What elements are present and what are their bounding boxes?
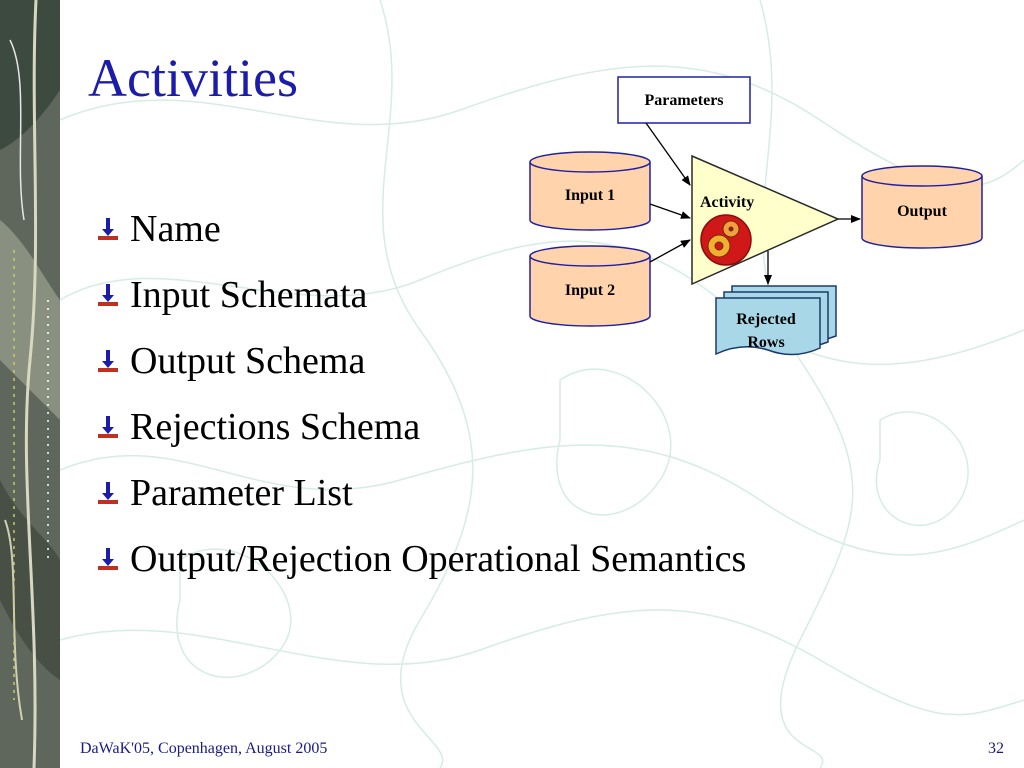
arrow-input1-to-activity — [649, 203, 691, 219]
bullet-text: Output/Rejection Operational Semantics — [130, 538, 747, 580]
bullet-text: Parameter List — [130, 472, 353, 514]
input2-cylinder: Input 2 — [529, 245, 651, 327]
output-label: Output — [897, 203, 947, 220]
output-cylinder: Output — [861, 165, 983, 249]
bullet-item: Parameter List — [96, 460, 746, 526]
slide-title: Activities — [88, 48, 298, 108]
parameters-label: Parameters — [644, 92, 723, 109]
activity-label: Activity — [700, 194, 754, 211]
bullet-item: Input Schemata — [96, 262, 746, 328]
bullet-arrow-icon — [98, 416, 118, 438]
parameters-box: Parameters — [617, 76, 751, 124]
rejected-label-line1: Rejected — [736, 311, 796, 328]
input2-label: Input 2 — [565, 282, 615, 299]
arrow-input2-to-activity — [649, 239, 691, 263]
bullet-text: Input Schemata — [130, 274, 368, 316]
bullet-text: Name — [130, 208, 221, 250]
footer-conference: DaWaK'05, Copenhagen, August 2005 — [80, 740, 328, 757]
bullet-text: Rejections Schema — [130, 406, 421, 448]
bullet-item: Name — [96, 196, 746, 262]
bullet-arrow-icon — [98, 218, 118, 240]
bullet-arrow-icon — [98, 350, 118, 372]
input1-cylinder: Input 1 — [529, 151, 651, 231]
bullet-list: Name Input Schemata Output Schema Reject… — [96, 196, 746, 592]
rejected-label-line2: Rows — [747, 334, 784, 351]
gears-icon — [700, 214, 752, 266]
bullet-arrow-icon — [98, 284, 118, 306]
bullet-text: Output Schema — [130, 340, 366, 382]
bullet-item: Output/Rejection Operational Semantics — [96, 526, 746, 592]
bullet-arrow-icon — [98, 548, 118, 570]
activity-triangle: Activity — [691, 154, 840, 286]
arrow-parameters-to-activity — [645, 122, 691, 186]
left-map-strip — [0, 0, 60, 768]
rejected-rows-stack: Rejected Rows — [715, 285, 837, 356]
bullet-arrow-icon — [98, 482, 118, 504]
bullet-item: Output Schema — [96, 328, 746, 394]
input1-label: Input 1 — [565, 187, 615, 204]
footer-page-number: 32 — [988, 740, 1004, 757]
bullet-item: Rejections Schema — [96, 394, 746, 460]
